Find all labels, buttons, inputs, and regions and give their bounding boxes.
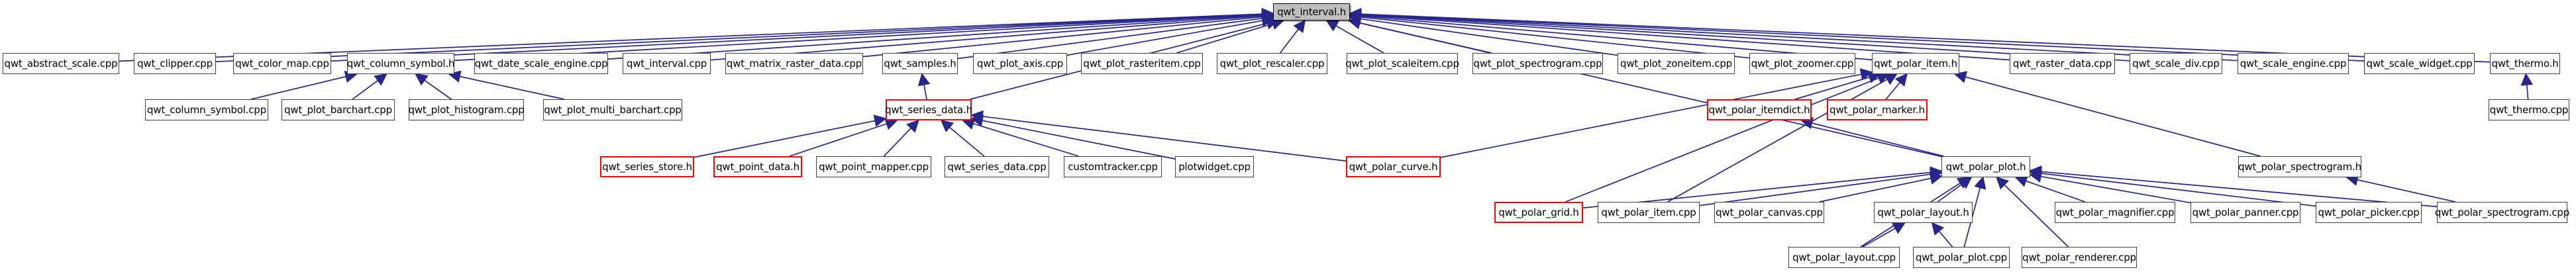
edge-qwt_polar_renderer-cpp-to-qwt_polar_plot-h bbox=[1996, 176, 2069, 248]
edge-qwt_point_mapper-cpp-to-qwt_series_data-h bbox=[883, 119, 919, 157]
graph-node-qwt_polar_magnifier-cpp[interactable]: qwt_polar_magnifier.cpp bbox=[2055, 202, 2175, 223]
graph-node-qwt_plot_multi_barchart-cpp[interactable]: qwt_plot_multi_barchart.cpp bbox=[543, 99, 682, 120]
graph-node-qwt_polar_layout-h[interactable]: qwt_polar_layout.h bbox=[1874, 202, 1973, 223]
graph-node-qwt_plot_spectrogram-cpp[interactable]: qwt_plot_spectrogram.cpp bbox=[1472, 53, 1603, 74]
edge-qwt_samples-h-to-qwt_interval-h bbox=[957, 12, 1274, 60]
graph-node-qwt_point_data-h[interactable]: qwt_point_data.h bbox=[713, 156, 802, 177]
graph-node-qwt_plot_histogram-cpp[interactable]: qwt_plot_histogram.cpp bbox=[408, 99, 525, 120]
graph-node-qwt_date_scale_engine-cpp[interactable]: qwt_date_scale_engine.cpp bbox=[474, 53, 608, 74]
edge-qwt_polar_plot-cpp-to-qwt_polar_plot-h bbox=[1963, 176, 1986, 248]
edge-qwt_polar_magnifier-cpp-to-qwt_polar_plot-h bbox=[2014, 175, 2086, 203]
graph-node-qwt_polar_panner-cpp[interactable]: qwt_polar_panner.cpp bbox=[2190, 202, 2300, 223]
edge-qwt_point_data-h-to-qwt_series_data-h bbox=[789, 118, 898, 157]
edge-qwt_polar_panner-cpp-to-qwt_polar_plot-h bbox=[2029, 170, 2191, 204]
edge-qwt_polar_item-cpp-to-qwt_polar_plot-h bbox=[1699, 168, 1943, 206]
edge-qwt_scale_engine-cpp-to-qwt_interval-h bbox=[1349, 8, 2238, 62]
graph-node-qwt_point_mapper-cpp[interactable]: qwt_point_mapper.cpp bbox=[816, 156, 931, 177]
edge-qwt_plot_axis-cpp-to-qwt_interval-h bbox=[1066, 15, 1274, 56]
edge-qwt_polar_spectrogram-cpp-to-qwt_polar_spectrogram-h bbox=[2345, 173, 2455, 203]
edge-qwt_polar_plot-cpp-to-qwt_polar_layout-h bbox=[1931, 222, 1953, 248]
edge-qwt_polar_canvas-cpp-to-qwt_polar_plot-h bbox=[1819, 172, 1943, 203]
graph-node-qwt_abstract_scale-cpp[interactable]: qwt_abstract_scale.cpp bbox=[3, 53, 119, 74]
edge-qwt_plot_rescaler-cpp-to-qwt_interval-h bbox=[1280, 19, 1306, 54]
graph-node-qwt_plot_axis-cpp[interactable]: qwt_plot_axis.cpp bbox=[973, 53, 1067, 74]
edge-qwt_polar_curve-h-to-qwt_series_data-h bbox=[970, 110, 1347, 162]
edge-qwt_polar_plot-h-to-qwt_polar_itemdict-h bbox=[1800, 117, 1944, 157]
graph-node-qwt_interval-cpp[interactable]: qwt_interval.cpp bbox=[623, 53, 711, 74]
graph-node-qwt_polar_plot-h[interactable]: qwt_polar_plot.h bbox=[1941, 156, 2030, 177]
graph-node-qwt_column_symbol-cpp[interactable]: qwt_column_symbol.cpp bbox=[145, 99, 268, 120]
edge-qwt_polar_layout-cpp-to-qwt_polar_layout-h bbox=[1862, 222, 1906, 248]
graph-node-qwt_polar_itemdict-h[interactable]: qwt_polar_itemdict.h bbox=[1707, 99, 1812, 120]
graph-node-qwt_series_store-h[interactable]: qwt_series_store.h bbox=[600, 156, 694, 177]
graph-node-qwt_samples-h[interactable]: qwt_samples.h bbox=[882, 53, 958, 74]
edge-qwt_date_scale_engine-cpp-to-qwt_interval-h bbox=[607, 9, 1274, 60]
edge-qwt_series_store-h-to-qwt_series_data-h bbox=[694, 114, 887, 158]
edge-qwt_polar_item-h-to-qwt_interval-h bbox=[1349, 10, 1873, 61]
graph-node-qwt_series_data-cpp[interactable]: qwt_series_data.cpp bbox=[945, 156, 1049, 177]
graph-node-qwt_interval-h[interactable]: qwt_interval.h bbox=[1273, 3, 1350, 21]
edge-qwt_polar_item-cpp-to-qwt_polar_item-h bbox=[1667, 73, 1898, 203]
graph-node-qwt_polar_spectrogram-cpp[interactable]: qwt_polar_spectrogram.cpp bbox=[2435, 202, 2569, 223]
graph-node-qwt_polar_layout-cpp[interactable]: qwt_polar_layout.cpp bbox=[1788, 247, 1900, 268]
edge-qwt_polar_grid-h-to-qwt_polar_item-h bbox=[1565, 72, 1890, 203]
graph-node-qwt_polar_picker-cpp[interactable]: qwt_polar_picker.cpp bbox=[2316, 202, 2422, 223]
graph-node-qwt_thermo-h[interactable]: qwt_thermo.h bbox=[2490, 53, 2560, 74]
graph-node-qwt_series_data-h[interactable]: qwt_series_data.h bbox=[885, 99, 972, 120]
edge-qwt_plot_zoomer-cpp-to-qwt_interval-h bbox=[1349, 11, 1750, 59]
graph-node-plotwidget-cpp[interactable]: plotwidget.cpp bbox=[1175, 156, 1254, 177]
graph-node-qwt_clipper-cpp[interactable]: qwt_clipper.cpp bbox=[134, 53, 216, 74]
graph-node-qwt_scale_div-cpp[interactable]: qwt_scale_div.cpp bbox=[2130, 53, 2222, 74]
edge-qwt_polar_spectrogram-h-to-qwt_polar_item-h bbox=[1953, 71, 2261, 157]
graph-node-qwt_polar_curve-h[interactable]: qwt_polar_curve.h bbox=[1346, 156, 1441, 177]
edge-qwt_polar_spectrogram-cpp-to-qwt_polar_plot-h bbox=[2029, 165, 2438, 208]
graph-node-qwt_plot_zoneitem-cpp[interactable]: qwt_plot_zoneitem.cpp bbox=[1618, 53, 1735, 74]
edge-qwt_plot_rasteritem-cpp-to-qwt_interval-h bbox=[1176, 17, 1285, 54]
graph-node-qwt_scale_widget-cpp[interactable]: qwt_scale_widget.cpp bbox=[2364, 53, 2475, 74]
graph-node-qwt_plot_scaleitem-cpp[interactable]: qwt_plot_scaleitem.cpp bbox=[1345, 53, 1459, 74]
graph-node-qwt_polar_plot-cpp[interactable]: qwt_polar_plot.cpp bbox=[1913, 247, 2010, 268]
graph-node-customtracker-cpp[interactable]: customtracker.cpp bbox=[1064, 156, 1162, 177]
edge-qwt_series_data-h-to-qwt_samples-h bbox=[917, 73, 931, 100]
edge-qwt_polar_plot-h-to-qwt_interval-h bbox=[1347, 17, 1942, 158]
edge-qwt_polar_layout-h-to-qwt_polar_plot-h bbox=[1937, 176, 1973, 203]
edge-qwt_plot_histogram-cpp-to-qwt_column_symbol-h bbox=[415, 73, 452, 100]
graph-node-qwt_color_map-cpp[interactable]: qwt_color_map.cpp bbox=[233, 53, 331, 74]
edge-qwt_polar_curve-h-to-qwt_polar_item-h bbox=[1440, 68, 1873, 158]
edge-qwt_interval-cpp-to-qwt_interval-h bbox=[710, 9, 1274, 61]
graph-node-qwt_polar_renderer-cpp[interactable]: qwt_polar_renderer.cpp bbox=[2022, 247, 2137, 268]
graph-node-qwt_polar_spectrogram-h[interactable]: qwt_polar_spectrogram.h bbox=[2238, 156, 2361, 177]
graph-node-qwt_scale_engine-cpp[interactable]: qwt_scale_engine.cpp bbox=[2238, 53, 2349, 74]
edge-qwt_column_symbol-h-to-qwt_interval-h bbox=[454, 8, 1274, 62]
edge-qwt_column_symbol-cpp-to-qwt_column_symbol-h bbox=[250, 70, 358, 100]
graph-node-qwt_polar_item-h[interactable]: qwt_polar_item.h bbox=[1872, 53, 1959, 74]
graph-node-qwt_polar_marker-h[interactable]: qwt_polar_marker.h bbox=[1827, 99, 1928, 120]
graph-node-qwt_plot_zoomer-cpp[interactable]: qwt_plot_zoomer.cpp bbox=[1749, 53, 1855, 74]
graph-node-qwt_thermo-cpp[interactable]: qwt_thermo.cpp bbox=[2489, 99, 2569, 120]
edge-qwt_plot_zoneitem-cpp-to-qwt_interval-h bbox=[1349, 13, 1618, 56]
edge-qwt_plot_multi_barchart-cpp-to-qwt_column_symbol-h bbox=[448, 70, 565, 100]
graph-node-qwt_column_symbol-h[interactable]: qwt_column_symbol.h bbox=[347, 53, 454, 74]
graph-node-qwt_plot_rasteritem-cpp[interactable]: qwt_plot_rasteritem.cpp bbox=[1081, 53, 1203, 74]
graph-node-qwt_plot_barchart-cpp[interactable]: qwt_plot_barchart.cpp bbox=[282, 99, 395, 120]
edge-qwt_plot_barchart-cpp-to-qwt_column_symbol-h bbox=[352, 73, 387, 100]
edge-qwt_thermo-cpp-to-qwt_thermo-h bbox=[2520, 73, 2534, 100]
edge-qwt_polar_marker-h-to-qwt_polar_item-h bbox=[1885, 73, 1908, 100]
graph-node-qwt_plot_rescaler-cpp[interactable]: qwt_plot_rescaler.cpp bbox=[1217, 53, 1327, 74]
edge-qwt_polar_itemdict-h-to-qwt_polar_item-h bbox=[1794, 71, 1881, 100]
graph-node-qwt_matrix_raster_data-cpp[interactable]: qwt_matrix_raster_data.cpp bbox=[725, 53, 863, 74]
graph-node-qwt_polar_canvas-cpp[interactable]: qwt_polar_canvas.cpp bbox=[1714, 202, 1824, 223]
graph-node-qwt_polar_grid-h[interactable]: qwt_polar_grid.h bbox=[1494, 202, 1583, 223]
edge-plotwidget-cpp-to-qwt_series_data-h bbox=[970, 114, 1176, 159]
edge-qwt_polar_picker-cpp-to-qwt_polar_plot-h bbox=[2029, 167, 2316, 207]
edge-qwt_scale_div-cpp-to-qwt_interval-h bbox=[1349, 9, 2130, 62]
edge-qwt_matrix_raster_data-cpp-to-qwt_interval-h bbox=[862, 11, 1274, 58]
edge-qwt_polar_grid-h-to-qwt_polar_plot-h bbox=[1582, 166, 1943, 208]
edge-qwt_series_data-cpp-to-qwt_series_data-h bbox=[940, 119, 985, 157]
edge-qwt_raster_data-cpp-to-qwt_interval-h bbox=[1349, 9, 2010, 61]
graph-node-qwt_polar_item-cpp[interactable]: qwt_polar_item.cpp bbox=[1598, 202, 1700, 223]
edge-qwt_plot_scaleitem-cpp-to-qwt_interval-h bbox=[1325, 20, 1384, 54]
graph-node-qwt_raster_data-cpp[interactable]: qwt_raster_data.cpp bbox=[2010, 53, 2115, 74]
